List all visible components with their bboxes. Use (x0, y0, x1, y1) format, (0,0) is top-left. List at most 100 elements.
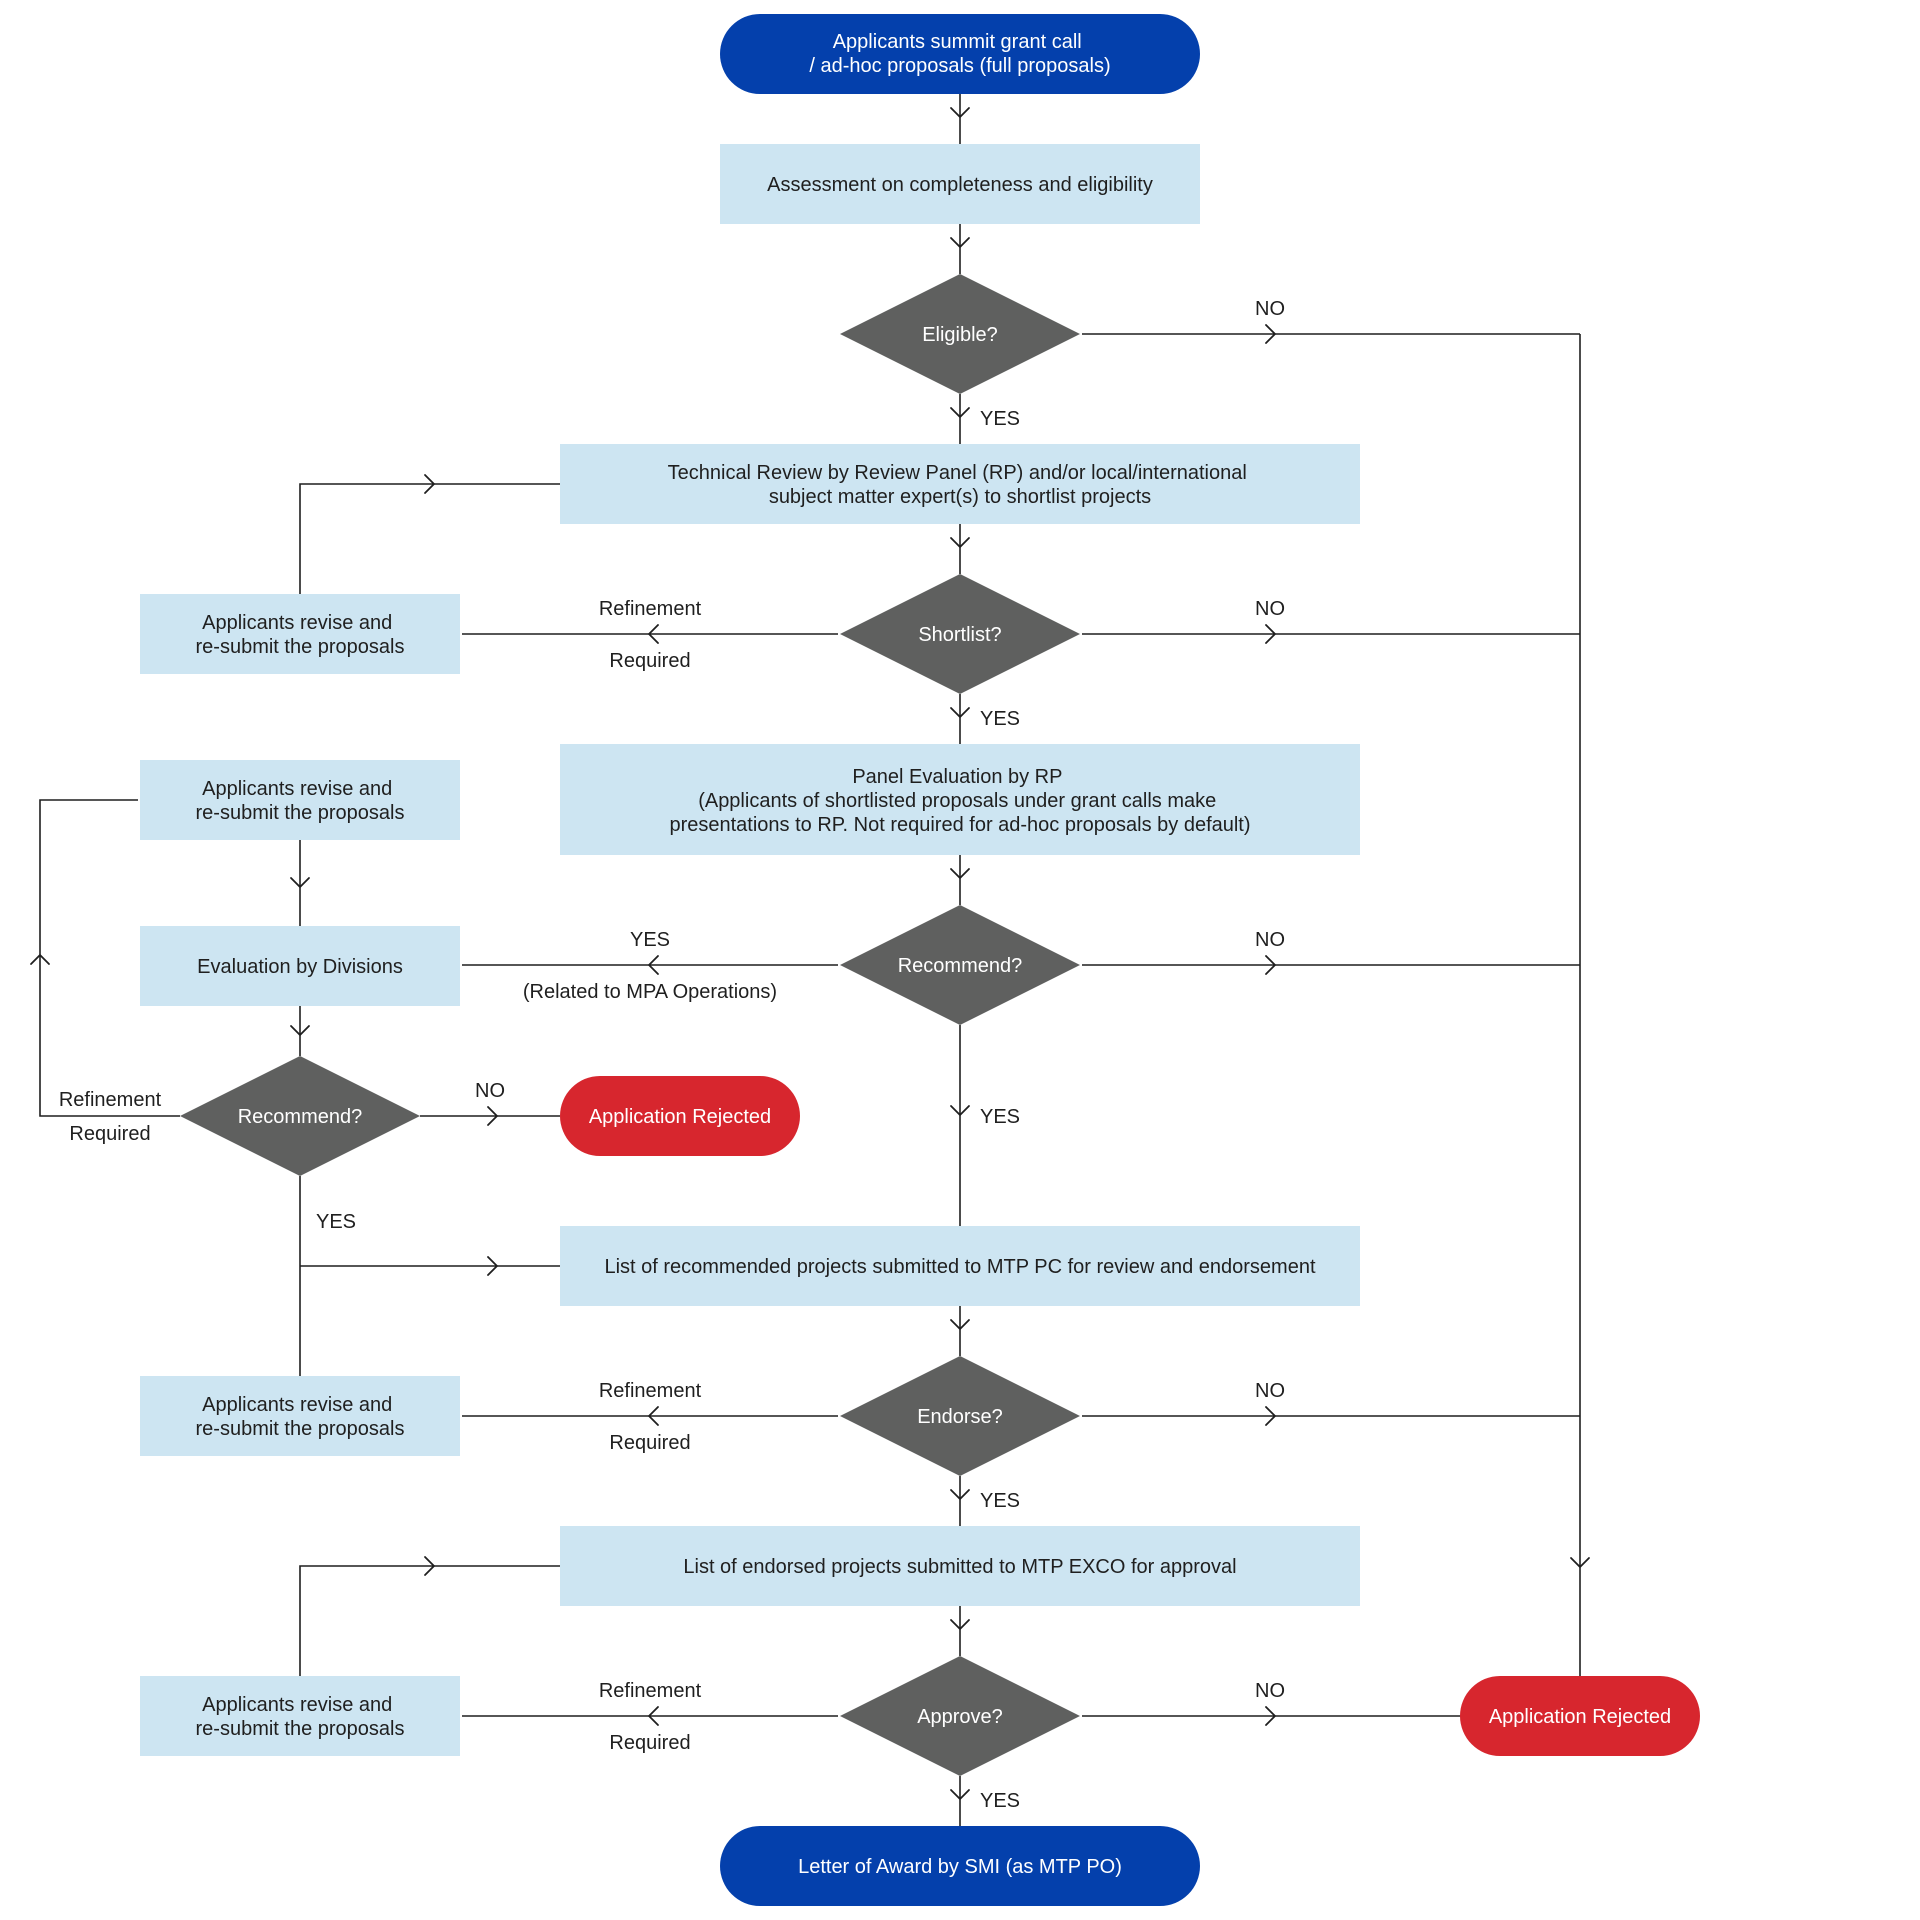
recommend-main-shape (840, 905, 1080, 1025)
start-text: Applicants summit grant call / ad-hoc pr… (809, 31, 1110, 77)
award-terminal: Letter of Award by SMI (as MTP PO) (720, 1826, 1200, 1906)
arrow-down-7 (950, 1105, 970, 1116)
arrow-down-divisions (290, 1025, 310, 1036)
label-approve-refinement: Refinement (599, 1680, 702, 1702)
revise-4-line-1: Applicants revise and (202, 1694, 392, 1716)
rejected-right-shape (1460, 1676, 1700, 1756)
revise-2-line-2: re-submit the proposals (196, 802, 405, 824)
recommend-main-text: Recommend? (898, 955, 1023, 977)
label-recommend-yes-left: YES (630, 929, 670, 951)
eligible-shape (840, 274, 1080, 394)
arrow-down-6 (950, 868, 970, 879)
eligible-decision: Eligible? (840, 274, 1080, 394)
assessment-text: Assessment on completeness and eligibili… (767, 174, 1153, 196)
edge-labels: NO YES Refinement Required NO YES YES (R… (59, 298, 1285, 1812)
line-revise4-loop (299, 1565, 560, 1676)
label-approve-required: Required (609, 1732, 690, 1754)
label-endorse-no: NO (1255, 1380, 1285, 1402)
revise-1-shape (140, 594, 460, 674)
eligible-text: Eligible? (922, 324, 998, 346)
technical-review-line-1: Technical Review by Review Panel (RP) an… (668, 462, 1247, 484)
revise-3-shape (140, 1376, 460, 1456)
arrow-down-8 (950, 1319, 970, 1330)
connector-lines (39, 94, 1581, 1826)
shortlist-text: Shortlist? (918, 624, 1001, 646)
arrow-right-eligible-no (1265, 324, 1276, 344)
label-div-refinement: Refinement (59, 1089, 162, 1111)
arrow-right-revise4-loop (424, 1556, 435, 1576)
list-recommended-box: List of recommended projects submitted t… (560, 1226, 1360, 1306)
rejected-left-text: Application Rejected (589, 1106, 771, 1128)
line-div-refinement-loop (39, 799, 180, 1117)
evaluation-divisions-shape (140, 926, 460, 1006)
revise-3-text: Applicants revise and re-submit the prop… (196, 1394, 405, 1440)
label-shortlist-yes: YES (980, 708, 1020, 730)
arrow-down-1 (950, 107, 970, 118)
revise-4-text: Applicants revise and re-submit the prop… (196, 1694, 405, 1740)
technical-review-line-2: subject matter expert(s) to shortlist pr… (769, 486, 1151, 508)
revise-3-line-2: re-submit the proposals (196, 1418, 405, 1440)
rejected-left-terminal: Application Rejected (560, 1076, 800, 1156)
label-div-yes: YES (316, 1211, 356, 1233)
panel-evaluation-line-1: Panel Evaluation by RP (852, 766, 1062, 788)
approve-shape (840, 1656, 1080, 1776)
arrow-left-shortlist (648, 624, 659, 644)
list-recommended-shape (560, 1226, 1360, 1306)
assessment-box: Assessment on completeness and eligibili… (720, 144, 1200, 224)
label-endorse-refinement: Refinement (599, 1380, 702, 1402)
revise-box-3: Applicants revise and re-submit the prop… (140, 1376, 460, 1456)
technical-review-shape (560, 444, 1360, 524)
rejected-right-terminal: Application Rejected (1460, 1676, 1700, 1756)
award-shape (720, 1826, 1200, 1906)
revise-2-line-1: Applicants revise and (202, 778, 392, 800)
revise-1-line-1: Applicants revise and (202, 612, 392, 634)
label-shortlist-refinement: Refinement (599, 598, 702, 620)
list-endorsed-shape (560, 1526, 1360, 1606)
arrow-right-div-no (487, 1106, 498, 1126)
label-endorse-yes: YES (980, 1490, 1020, 1512)
recommend-div-shape (180, 1056, 420, 1176)
panel-evaluation-text: Panel Evaluation by RP (Applicants of sh… (669, 766, 1250, 836)
list-recommended-line-1: List of recommended projects submitted t… (604, 1256, 1316, 1278)
label-div-no: NO (475, 1080, 505, 1102)
revise-box-4: Applicants revise and re-submit the prop… (140, 1676, 460, 1756)
arrow-down-revise2 (290, 877, 310, 888)
list-endorsed-line-1: List of endorsed projects submitted to M… (683, 1556, 1236, 1578)
assessment-shape (720, 144, 1200, 224)
shortlist-decision: Shortlist? (840, 574, 1080, 694)
endorse-shape (840, 1356, 1080, 1476)
arrow-right-recommend-no (1265, 955, 1276, 975)
revise-4-line-2: re-submit the proposals (196, 1718, 405, 1740)
arrow-down-10 (950, 1619, 970, 1630)
revise-box-2: Applicants revise and re-submit the prop… (140, 760, 460, 840)
panel-evaluation-line-3: presentations to RP. Not required for ad… (669, 814, 1250, 836)
label-recommend-no: NO (1255, 929, 1285, 951)
arrow-up-div-loop (30, 954, 50, 965)
start-line-2: / ad-hoc proposals (full proposals) (809, 55, 1110, 77)
revise-4-shape (140, 1676, 460, 1756)
revise-1-text: Applicants revise and re-submit the prop… (196, 612, 405, 658)
arrow-down-3 (950, 407, 970, 418)
rejected-right-text: Application Rejected (1489, 1706, 1671, 1728)
panel-evaluation-shape (560, 744, 1360, 855)
technical-review-text: Technical Review by Review Panel (RP) an… (668, 462, 1253, 508)
label-div-required: Required (69, 1123, 150, 1145)
label-approve-no: NO (1255, 1680, 1285, 1702)
arrow-down-9 (950, 1489, 970, 1500)
list-endorsed-text: List of endorsed projects submitted to M… (683, 1556, 1236, 1578)
arrow-right-shortlist-no (1265, 624, 1276, 644)
recommend-div-decision: Recommend? (180, 1056, 420, 1176)
arrow-down-2 (950, 237, 970, 248)
arrow-right-div-yes (487, 1256, 498, 1276)
label-eligible-no: NO (1255, 298, 1285, 320)
arrow-right-revise1-loop (424, 474, 435, 494)
label-recommend-related: (Related to MPA Operations) (523, 981, 777, 1003)
award-line-1: Letter of Award by SMI (as MTP PO) (798, 1856, 1122, 1878)
start-line-1: Applicants summit grant call (833, 31, 1082, 53)
label-eligible-yes: YES (980, 408, 1020, 430)
label-endorse-required: Required (609, 1432, 690, 1454)
start-terminal: Applicants summit grant call / ad-hoc pr… (720, 14, 1200, 94)
shortlist-shape (840, 574, 1080, 694)
line-revise1-loop (299, 483, 560, 594)
